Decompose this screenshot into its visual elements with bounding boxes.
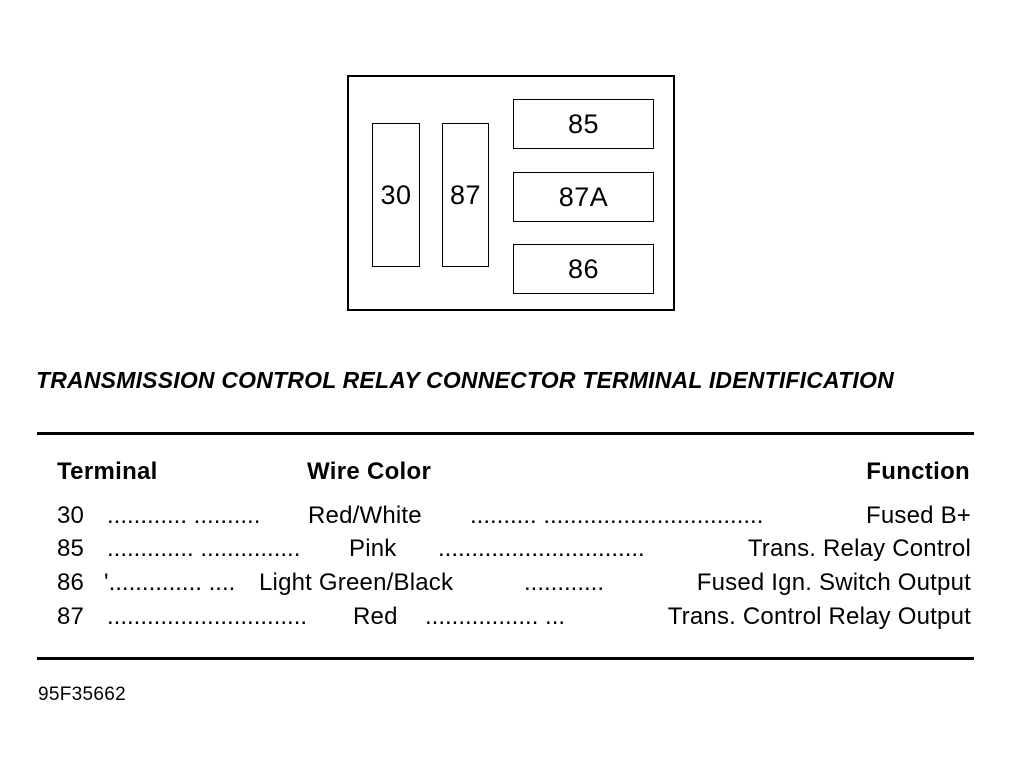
function-cell: Fused Ign. Switch Output: [696, 569, 971, 596]
table-row: 30 ............ .......... Red/White ...…: [57, 502, 971, 534]
header-wire-color: Wire Color: [307, 458, 432, 485]
header-function: Function: [866, 458, 970, 485]
table-title: TRANSMISSION CONTROL RELAY CONNECTOR TER…: [36, 367, 894, 393]
function-cell: Fused B+: [866, 502, 971, 529]
dot-leader: ................. ...: [425, 603, 566, 630]
table-bottom-rule: [37, 657, 974, 660]
dot-leader: '.............. ....: [104, 569, 236, 596]
terminal-cell: 30: [57, 502, 85, 529]
table-top-rule: [37, 432, 974, 435]
wire-color-cell: Pink: [349, 535, 397, 562]
terminal-87-pin: 87: [442, 123, 489, 267]
function-cell: Trans. Relay Control: [747, 535, 971, 562]
terminal-86-pin: 86: [513, 244, 654, 294]
relay-connector-diagram: 30 87 85 87A 86: [347, 75, 675, 311]
dot-leader: ..............................: [107, 603, 308, 630]
terminal-85-pin: 85: [513, 99, 654, 149]
terminal-cell: 86: [57, 569, 85, 596]
table-row: 85 ............. ............... Pink ..…: [57, 535, 971, 567]
wire-color-cell: Red: [353, 603, 398, 630]
terminal-30-pin: 30: [372, 123, 420, 267]
terminal-cell: 85: [57, 535, 85, 562]
header-terminal: Terminal: [57, 458, 158, 485]
table-row: 86 '.............. .... Light Green/Blac…: [57, 569, 971, 601]
function-cell: Trans. Control Relay Output: [667, 603, 971, 630]
terminal-87a-pin: 87A: [513, 172, 654, 222]
dot-leader: .......... .............................…: [470, 502, 764, 529]
dot-leader: ............. ...............: [107, 535, 301, 562]
wire-color-cell: Red/White: [308, 502, 422, 529]
wire-color-cell: Light Green/Black: [259, 569, 454, 596]
dot-leader: ............: [524, 569, 605, 596]
dot-leader: ...............................: [438, 535, 645, 562]
terminal-cell: 87: [57, 603, 85, 630]
table-row: 87 .............................. Red ..…: [57, 603, 971, 635]
dot-leader: ............ ..........: [107, 502, 261, 529]
figure-id: 95F35662: [38, 684, 126, 705]
